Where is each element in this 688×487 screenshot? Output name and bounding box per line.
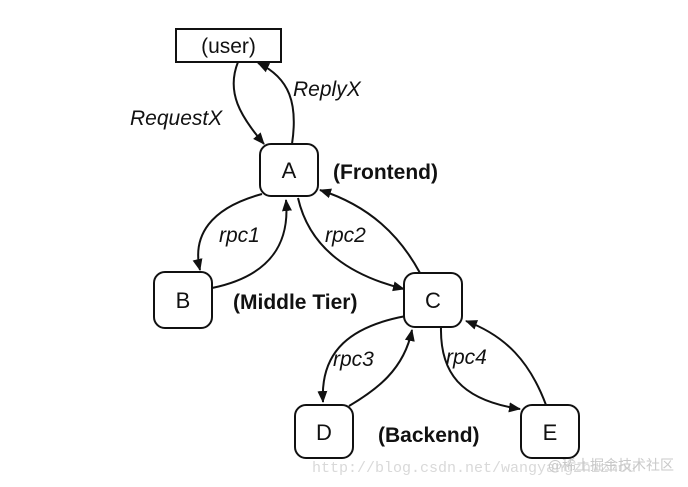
- edge-label-request: RequestX: [130, 107, 223, 130]
- edges: [192, 61, 547, 413]
- edge-rpc2-c-to-a: [319, 188, 421, 274]
- edge-rpc4-e-to-c: [465, 320, 547, 406]
- node-e-label: E: [543, 420, 558, 445]
- node-b: B: [153, 271, 213, 329]
- tier-label-middle: (Middle Tier): [233, 291, 357, 314]
- node-d-label: D: [316, 420, 332, 445]
- edge-reply-a-to-user: [257, 62, 295, 145]
- tier-label-backend: (Backend): [378, 424, 480, 447]
- node-a: A: [259, 143, 319, 197]
- edge-label-rpc2: rpc2: [325, 224, 366, 247]
- tier-label-frontend: (Frontend): [333, 161, 438, 184]
- node-c: C: [403, 272, 463, 328]
- edge-label-rpc1: rpc1: [219, 224, 260, 247]
- node-a-box: [259, 143, 319, 197]
- node-c-box: [403, 272, 463, 328]
- watermark-community: @稀土掘金技术社区: [548, 458, 674, 474]
- edge-rpc4-c-to-e: [439, 326, 521, 413]
- node-e-box: [520, 404, 580, 459]
- edge-request-user-to-a: [232, 61, 265, 145]
- edge-label-rpc4: rpc4: [446, 346, 487, 369]
- node-a-label: A: [282, 158, 297, 183]
- watermark-url: http://blog.csdn.net/wangyangzhizhou: [312, 460, 636, 477]
- edge-label-rpc3: rpc3: [333, 348, 374, 371]
- edge-rpc1-a-to-b: [192, 193, 263, 271]
- edge-rpc3-c-to-d: [317, 315, 407, 403]
- edge-rpc3-d-to-c: [348, 329, 415, 407]
- node-d-box: [294, 404, 354, 459]
- edge-rpc2-a-to-c: [297, 197, 405, 292]
- node-d: D: [294, 404, 354, 459]
- node-c-label: C: [425, 288, 441, 313]
- node-e: E: [520, 404, 580, 459]
- node-b-box: [153, 271, 213, 329]
- user-node: (user): [175, 28, 282, 63]
- user-box: [175, 28, 282, 63]
- node-b-label: B: [176, 288, 191, 313]
- edge-rpc1-b-to-a: [211, 199, 292, 289]
- edge-label-reply: ReplyX: [293, 78, 362, 101]
- user-label: (user): [201, 35, 256, 58]
